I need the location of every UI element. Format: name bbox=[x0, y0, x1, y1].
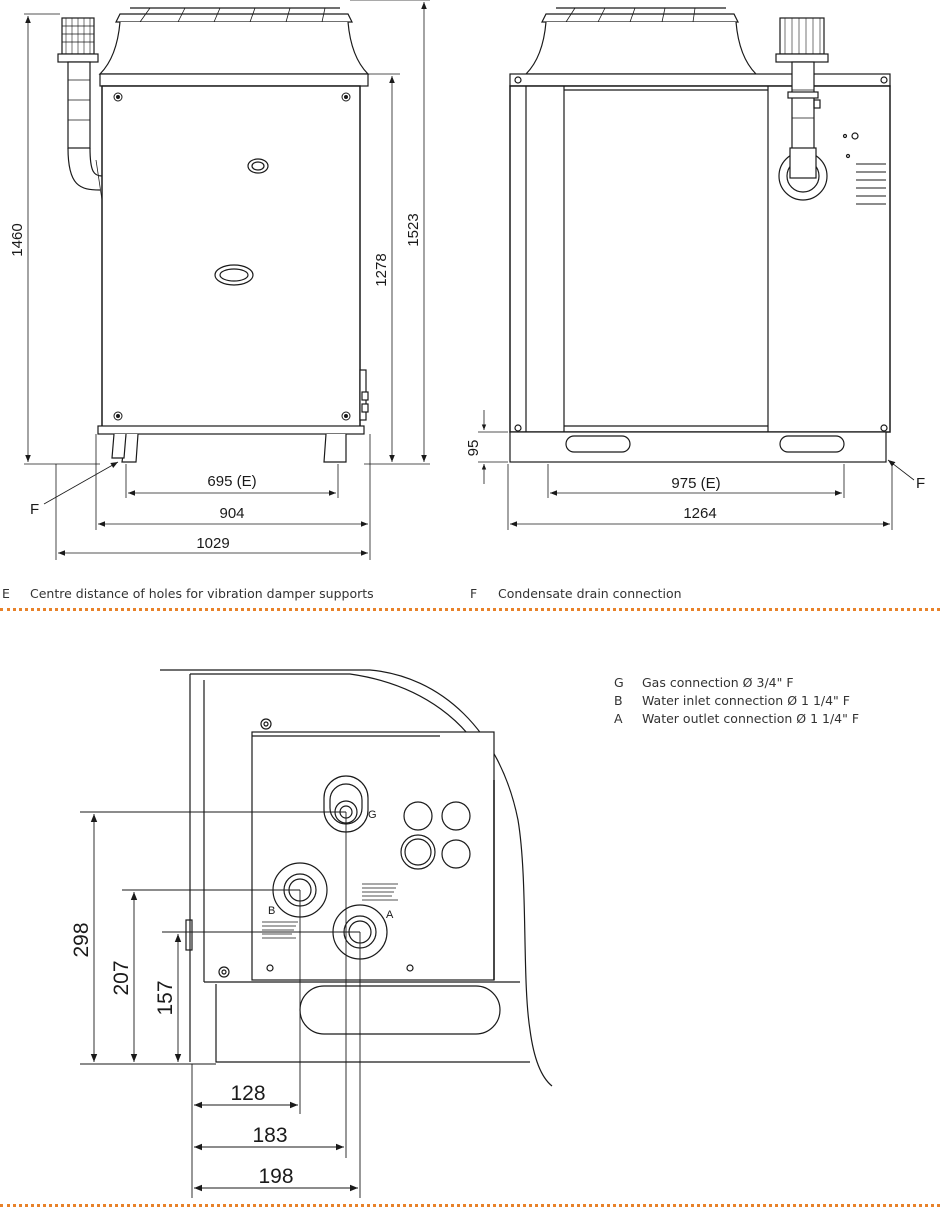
legend-f: F Condensate drain connection bbox=[470, 586, 682, 601]
side-view bbox=[509, 7, 891, 463]
legend-b: B Water inlet connection Ø 1 1/4" F bbox=[614, 693, 850, 708]
legend-f-key: F bbox=[470, 586, 478, 601]
legend-e-key: E bbox=[2, 586, 10, 601]
legend-f-text: Condensate drain connection bbox=[498, 586, 682, 601]
callout-f-side: F bbox=[916, 475, 925, 492]
callout-f-front: F bbox=[30, 501, 39, 518]
label-gas: G bbox=[368, 809, 377, 821]
divider-top bbox=[0, 608, 940, 611]
dim-298: 298 bbox=[70, 922, 93, 957]
dim-904: 904 bbox=[219, 505, 244, 522]
side-dimensions bbox=[478, 410, 915, 530]
dim-695: 695 (E) bbox=[207, 473, 256, 490]
dim-1264: 1264 bbox=[683, 505, 716, 522]
dim-198: 198 bbox=[258, 1165, 293, 1188]
divider-bottom bbox=[0, 1204, 940, 1207]
detail-dimensions bbox=[80, 811, 361, 1198]
dim-1460: 1460 bbox=[9, 223, 26, 256]
dim-95: 95 bbox=[465, 440, 482, 457]
dim-157: 157 bbox=[154, 980, 177, 1015]
dim-1029: 1029 bbox=[196, 535, 229, 552]
legend-e-text: Centre distance of holes for vibration d… bbox=[30, 586, 374, 601]
dim-1523: 1523 bbox=[405, 213, 422, 246]
front-view bbox=[57, 7, 370, 463]
dim-183: 183 bbox=[252, 1124, 287, 1147]
legend-b-text: Water inlet connection Ø 1 1/4" F bbox=[642, 693, 850, 708]
legend-a-key: A bbox=[614, 711, 623, 726]
dim-1278: 1278 bbox=[373, 253, 390, 286]
dim-975: 975 (E) bbox=[671, 475, 720, 492]
dim-207: 207 bbox=[110, 960, 133, 995]
legend-g-key: G bbox=[614, 675, 624, 690]
legend-b-key: B bbox=[614, 693, 623, 708]
label-outlet: A bbox=[386, 909, 394, 921]
legend-g: G Gas connection Ø 3/4" F bbox=[614, 675, 794, 690]
detail-view bbox=[160, 669, 553, 1087]
legend-a: A Water outlet connection Ø 1 1/4" F bbox=[614, 711, 859, 726]
legend-g-text: Gas connection Ø 3/4" F bbox=[642, 675, 794, 690]
front-dimensions bbox=[24, 0, 430, 560]
legend-a-text: Water outlet connection Ø 1 1/4" F bbox=[642, 711, 860, 726]
legend-e: E Centre distance of holes for vibration … bbox=[2, 586, 374, 601]
label-inlet: B bbox=[268, 905, 275, 917]
dim-128: 128 bbox=[230, 1082, 265, 1105]
